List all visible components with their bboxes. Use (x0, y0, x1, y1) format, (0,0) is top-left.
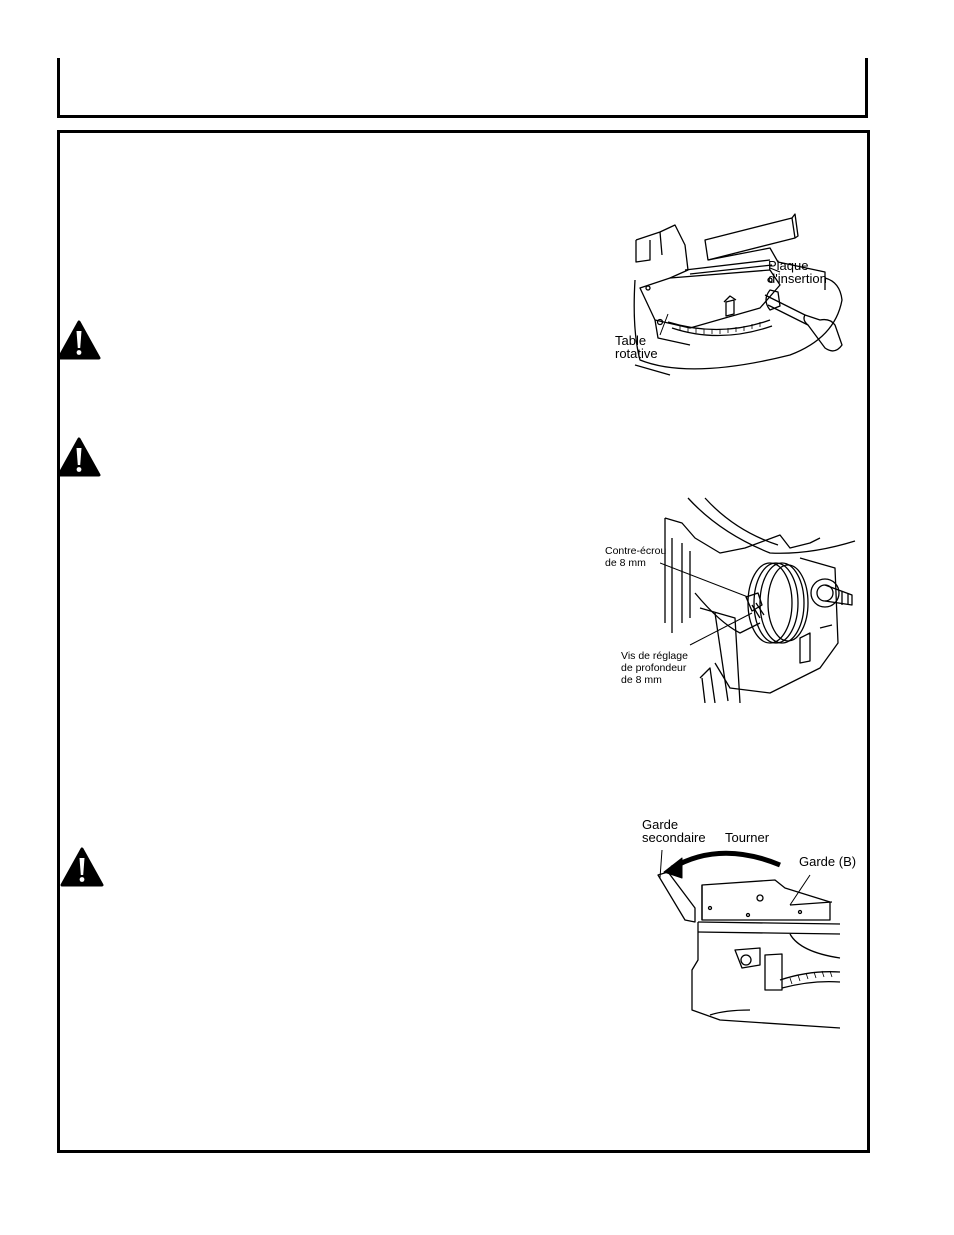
guard-b-label: Garde (B) (799, 854, 857, 869)
locknut-label: Contre-écrou de 8 mm (605, 545, 667, 569)
rotate-label: Tourner (725, 830, 770, 845)
content-box (57, 130, 870, 1153)
warning-triangle-icon (57, 437, 101, 477)
rotating-table-label: Table rotative (615, 333, 658, 361)
figure-rotating-table (633, 213, 843, 376)
secondary-guard-label: Garde secondaire (642, 817, 706, 845)
warning-triangle-icon (60, 847, 104, 887)
figure-depth-screw (660, 497, 856, 703)
insert-plate-label: Plaque d'insertion (768, 258, 827, 286)
depth-screw-label: Vis de réglage de profondeur de 8 mm (621, 650, 688, 686)
warning-triangle-icon (57, 320, 101, 360)
header-box (57, 58, 868, 118)
figure-secondary-guard (657, 849, 841, 1029)
